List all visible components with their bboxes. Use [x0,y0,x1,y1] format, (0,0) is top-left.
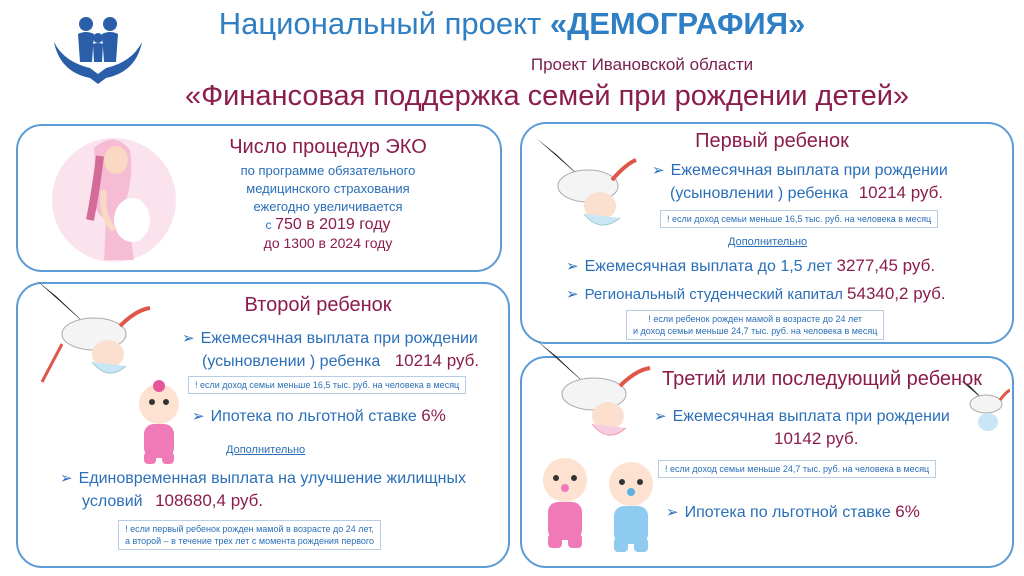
eco-title: Число процедур ЭКО [229,136,427,158]
stork-icon [528,124,638,244]
baby-boy-icon [600,458,662,554]
first-child-card: Первый ребенок ➢ Ежемесячная выплата при … [520,122,1014,344]
second-note2-line1: ! если первый ребенок рожден мамой в воз… [125,524,374,534]
eco-line2: медицинского страхования [246,181,410,196]
arrow-icon: ➢ [60,470,73,487]
eco-line1: по программе обязательного [240,163,416,178]
third-note1: ! если доход семьи меньше 24,7 тыс. руб.… [658,460,937,478]
stork-icon [22,270,152,390]
first-note2-line2: и доход семьи меньше 24,7 тыс. руб. на ч… [633,326,878,336]
arrow-icon: ➢ [666,504,679,521]
arrow-icon: ➢ [566,258,579,275]
second-item1-line2: (усыновлении ) ребенка [202,353,381,370]
arrow-icon: ➢ [182,330,195,347]
second-item1: ➢ Ежемесячная выплата при рождении (усыно… [182,328,479,373]
pregnant-woman-illustration [34,130,194,270]
third-title: Третий или последующий ребенок [662,368,982,390]
title-prefix: Национальный проект [218,6,542,41]
second-item2-amount: 6% [421,406,446,425]
arrow-icon: ➢ [652,162,665,179]
first-note2: ! если ребенок рожден мамой в возрасте д… [626,310,885,340]
main-heading: «Финансовая поддержка семей при рождении… [184,80,910,112]
second-item3: ➢ Единовременная выплата на улучшение жил… [60,468,466,513]
first-item3-label: Региональный студенческий капитал [584,286,843,303]
first-item2-label: Ежемесячная выплата до 1,5 лет [584,258,833,275]
eco-line4-prefix: с [265,218,272,232]
second-item1-line1: Ежемесячная выплата при рождении [200,330,478,347]
baby-girl-icon [534,454,596,550]
first-item2-amount: 3277,45 руб. [836,256,936,275]
second-note2-line2: а второй – в течение трех лет с момента … [125,536,374,546]
third-item1-line1: Ежемесячная выплата при рождении [672,408,950,425]
project-name: «ДЕМОГРАФИЯ» [549,6,806,41]
arrow-icon: ➢ [192,408,205,425]
third-item1-amount: 10142 руб. [774,429,859,448]
arrow-icon: ➢ [566,286,579,303]
second-item2-label: Ипотека по льготной ставке [210,408,417,425]
eco-line3: ежегодно увеличивается [253,199,403,214]
first-item1-line1: Ежемесячная выплата при рождении [670,162,948,179]
third-item2-label: Ипотека по льготной ставке [684,504,891,521]
second-item3-line2: условий [82,493,143,510]
first-item1: ➢ Ежемесячная выплата при рождении (усыно… [652,160,948,205]
first-title: Первый ребенок [695,130,849,152]
second-child-card: Второй ребенок ➢ Ежемесячная выплата при … [16,280,510,568]
second-item3-amount: 108680,4 руб. [155,491,264,510]
first-item3-amount: 54340,2 руб. [847,284,946,303]
second-item1-amount: 10214 руб. [394,351,480,370]
first-extra-label: Дополнительно [728,236,808,248]
first-note2-line1: ! если ребенок рожден мамой в возрасте д… [648,314,863,324]
first-item1-amount: 10214 руб. [858,183,944,202]
eco-line4-value: 750 в 2019 году [275,216,391,233]
third-item2: ➢ Ипотека по льготной ставке 6% [666,502,920,522]
eco-card: Число процедур ЭКО по программе обязател… [16,124,502,272]
second-extra-label: Дополнительно [226,444,306,456]
eco-line5: до 1300 в 2024 году [263,235,393,251]
first-item3: ➢ Региональный студенческий капитал 54340… [566,284,946,304]
stork-icon [522,330,652,450]
third-item2-amount: 6% [895,502,920,521]
second-item3-line1: Единовременная выплата на улучшение жили… [78,470,466,487]
third-child-card: Третий или последующий ребенок ➢ Ежемесяч… [520,340,1014,568]
second-item2: ➢ Ипотека по льготной ставке 6% [192,406,446,426]
arrow-icon: ➢ [654,408,667,425]
first-item2: ➢ Ежемесячная выплата до 1,5 лет 3277,45 … [566,256,935,276]
third-item1: ➢ Ежемесячная выплата при рождении 10142 … [654,406,950,451]
family-logo-icon [50,12,146,92]
second-note1: ! если доход семьи меньше 16,5 тыс. руб.… [188,376,467,394]
page-title: Национальный проект «ДЕМОГРАФИЯ» [0,6,1024,42]
page-subtitle: Проект Ивановской области [530,55,754,74]
baby-girl-icon [128,380,190,466]
eco-line4: с 750 в 2019 году [178,216,478,234]
second-note2: ! если первый ребенок рожден мамой в воз… [118,520,381,550]
first-note1: ! если доход семьи меньше 16,5 тыс. руб.… [660,210,939,228]
first-item1-line2: (усыновлении ) ребенка [670,185,849,202]
second-title: Второй ребенок [244,294,392,316]
stork-icon [956,372,1011,442]
